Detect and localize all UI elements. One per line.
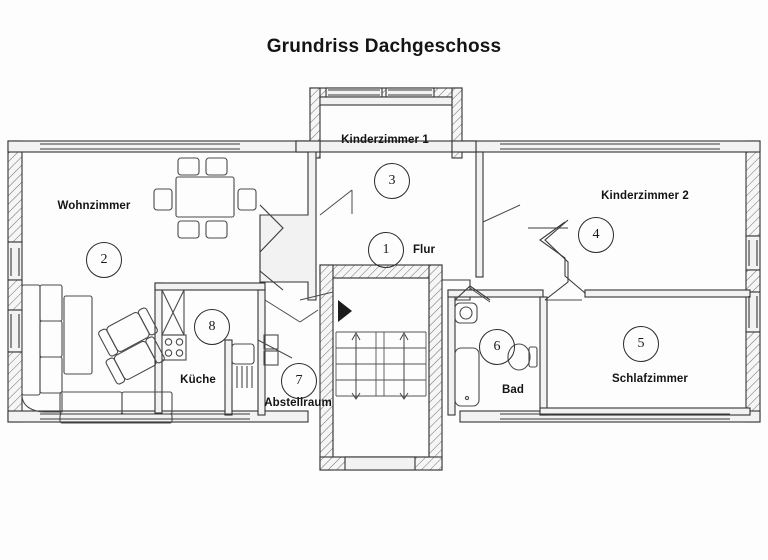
room-number-wohnzimmer: 2	[86, 242, 122, 278]
room-number-bad: 6	[479, 329, 515, 365]
room-label-bad: Bad	[501, 384, 525, 396]
page-title: Grundriss Dachgeschoss	[266, 36, 502, 57]
room-number-flur: 1	[368, 232, 404, 268]
room-label-kueche: Küche	[180, 374, 216, 386]
room-label-wohnzimmer: Wohnzimmer	[57, 200, 131, 212]
room-number-abstellraum: 7	[281, 363, 317, 399]
stair-direction-marker	[338, 300, 352, 322]
room-number-kinderzimmer2: 4	[578, 217, 614, 253]
room-number-kinderzimmer1: 3	[374, 163, 410, 199]
room-label-kinderzimmer2: Kinderzimmer 2	[601, 190, 689, 202]
room-label-flur: Flur	[412, 244, 436, 256]
furniture-abstellraum	[231, 334, 279, 388]
staircase	[335, 331, 427, 400]
room-label-abstellraum: Abstellraum	[264, 397, 332, 409]
window-openings	[10, 89, 758, 471]
room-number-schlafzimmer: 5	[623, 326, 659, 362]
room-label-kinderzimmer1: Kinderzimmer 1	[341, 134, 429, 146]
furniture-bad	[454, 302, 538, 407]
room-number-kueche: 8	[194, 309, 230, 345]
furniture-kueche	[161, 289, 187, 361]
room-label-schlafzimmer: Schlafzimmer	[612, 373, 688, 385]
